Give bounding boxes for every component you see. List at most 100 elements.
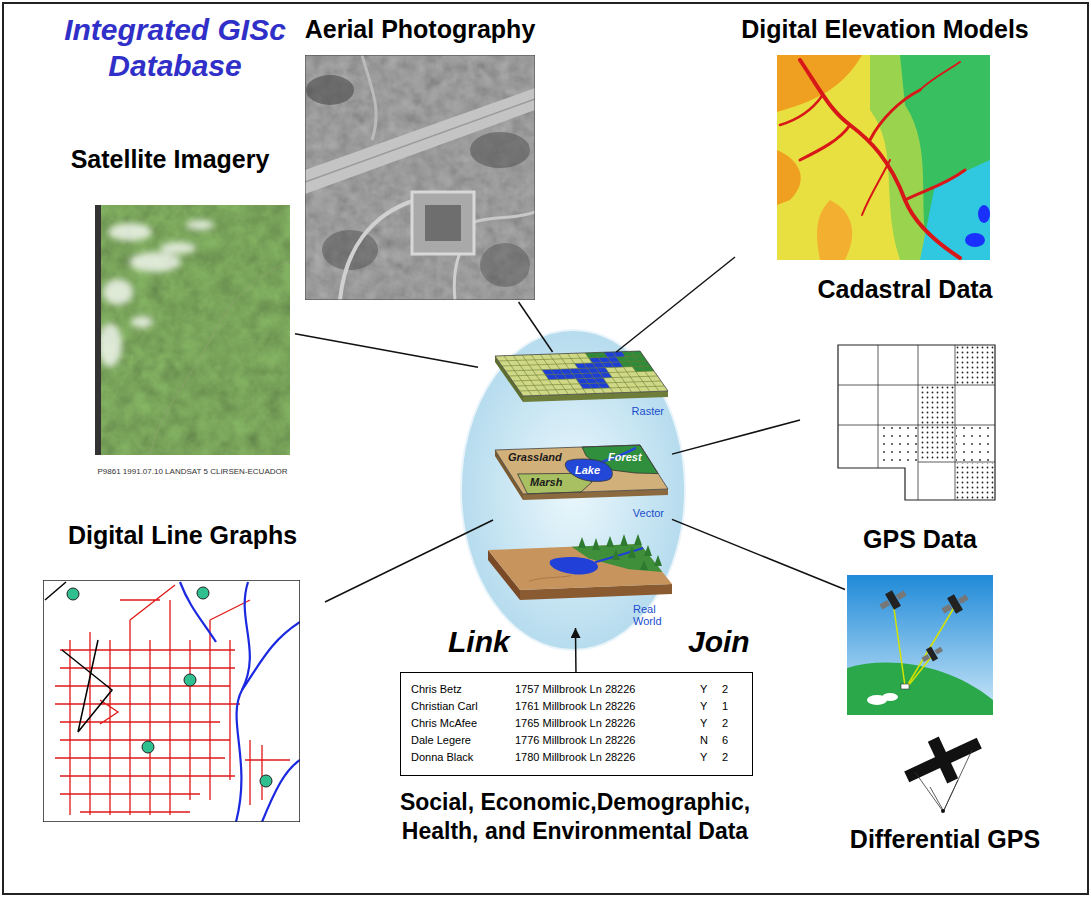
table-cell: Chris McAfee [411, 715, 515, 732]
cloud [108, 223, 152, 241]
river-line [800, 125, 850, 160]
panel-heading: Digital Line Graphs [68, 520, 297, 550]
tree-symbol [634, 534, 642, 545]
river-line [800, 60, 960, 258]
table-cell: 2 [722, 749, 741, 766]
join-label: Join [688, 624, 750, 660]
real-world-layer: Real World [475, 538, 675, 628]
table-cell: Y [700, 681, 722, 698]
line-graph-map [43, 580, 300, 822]
cadastral-map [956, 426, 994, 461]
point-symbol [260, 775, 272, 787]
raster-layer-picture [495, 351, 668, 396]
cadastral-map [880, 426, 917, 467]
aerial-photo [470, 132, 530, 168]
river-line [242, 622, 300, 690]
image-caption: P9861 1991.07.10 LANDSAT 5 CLIRSEN-ECUAD… [95, 467, 290, 477]
table-cell: Y [700, 749, 722, 766]
panel-heading: Cadastral Data [817, 274, 992, 304]
map-label: Marsh [530, 476, 562, 489]
raster-layer-picture [495, 351, 668, 396]
satellite-image [95, 205, 101, 455]
cloud [129, 252, 181, 272]
point-symbol [142, 741, 154, 753]
vector-layer-picture [495, 445, 668, 494]
tree-symbol [592, 538, 600, 550]
satellite-symbol [885, 590, 901, 610]
cloud [160, 242, 196, 254]
aerial-photo [305, 55, 535, 300]
satellite-image [95, 205, 290, 455]
raster-layer-picture [495, 351, 668, 402]
elevation-model [777, 55, 990, 260]
image-panel: Aerial Photography [300, 12, 540, 302]
satellite-symbol [921, 654, 930, 662]
satellite-symbol [896, 590, 907, 600]
satellite-symbol [947, 594, 963, 614]
gps-picture [847, 575, 993, 715]
image-panel: Digital Line Graphs [40, 518, 325, 825]
signal-line [908, 656, 932, 686]
satellite-symbol [879, 600, 890, 610]
aerial-photo [306, 75, 354, 105]
river-line [862, 160, 890, 215]
real-world-picture [488, 544, 672, 590]
differential-gps-icon [897, 722, 989, 813]
connector-line [616, 257, 735, 352]
cadastral-map [838, 345, 995, 500]
real-world-picture [585, 548, 652, 562]
label-anchor: Social, Economic,Demographic, Health, an… [385, 788, 765, 846]
river-line [236, 582, 250, 822]
satellite-symbol [938, 589, 971, 619]
elevation-model [777, 55, 990, 260]
cadastral-map [838, 345, 995, 500]
elevation-model [870, 55, 990, 260]
elevation-model [900, 55, 990, 260]
panel-heading: GPS Data [863, 524, 977, 554]
map-label: Forest [608, 451, 642, 464]
aerial-photo [305, 99, 535, 182]
differential-gps-icon [941, 809, 945, 813]
connector-line [295, 334, 478, 367]
tree-symbol [612, 549, 620, 560]
signal-line [893, 602, 905, 686]
table-cell: 1761 Millbrook Ln 28226 [515, 698, 700, 715]
connector-line [575, 628, 577, 672]
vector-layer: Vector [478, 440, 672, 520]
river-line [920, 62, 960, 90]
cadastral-map [956, 346, 994, 384]
table-cell: Y [700, 715, 722, 732]
tree-symbol [620, 534, 628, 546]
table-cell: Donna Black [411, 749, 515, 766]
table-cell: 1776 Millbrook Ln 28226 [515, 732, 700, 749]
vector-layer-picture [495, 445, 668, 494]
panel-heading: Satellite Imagery [71, 144, 270, 174]
tree-symbol [578, 534, 662, 570]
map-label: Lake [575, 464, 600, 477]
tree-symbol [628, 546, 636, 558]
elevation-model [965, 233, 985, 247]
tree-symbol [654, 555, 662, 566]
cadastral-map [919, 426, 954, 461]
table-cell: Chris Betz [411, 681, 515, 698]
layer-name: Raster [632, 405, 664, 417]
line-graph-map [45, 582, 66, 600]
table-cell: 6 [722, 732, 741, 749]
connector-line [672, 420, 800, 454]
layer-name: Real World [633, 603, 667, 627]
satellite-image [95, 205, 290, 455]
image-panel: Digital Elevation Models [735, 12, 1035, 262]
satellite-image [95, 205, 290, 455]
signal-line [893, 602, 955, 686]
aerial-photo [305, 55, 535, 300]
connector-line [672, 519, 845, 589]
line-graph-map [43, 580, 300, 822]
connector-line [325, 520, 493, 602]
cloud [98, 220, 214, 367]
aerial-photo [305, 88, 535, 194]
table-cell: Christian Carl [411, 698, 515, 715]
icon-panel: Differential GPS [840, 738, 1050, 858]
title-anchor: Integrated GISc Database [50, 12, 300, 84]
cloud [98, 323, 122, 367]
